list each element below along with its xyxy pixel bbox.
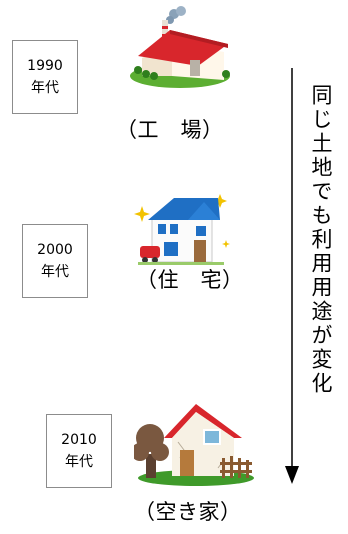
era-suffix: 年代 [31,80,59,96]
era-suffix: 年代 [65,454,93,470]
house-icon [134,194,230,265]
era-box-2000: 2000 年代 [22,224,88,298]
era-box-1990: 1990 年代 [12,40,78,114]
era-year: 1990 [27,58,63,74]
timeline-arrow [285,68,299,484]
caption-vacant-house: （空き家） [134,500,242,524]
era-box-2010: 2010 年代 [46,414,112,488]
era-year: 2010 [61,432,97,448]
factory-icon [130,6,230,88]
era-suffix: 年代 [41,264,69,280]
caption-factory: （工 場） [116,118,224,142]
era-year: 2000 [37,242,73,258]
caption-house: （住 宅） [136,268,244,292]
vacant-house-icon [134,404,254,486]
side-note: 同じ土地でも利用用途が変化 [309,84,333,396]
